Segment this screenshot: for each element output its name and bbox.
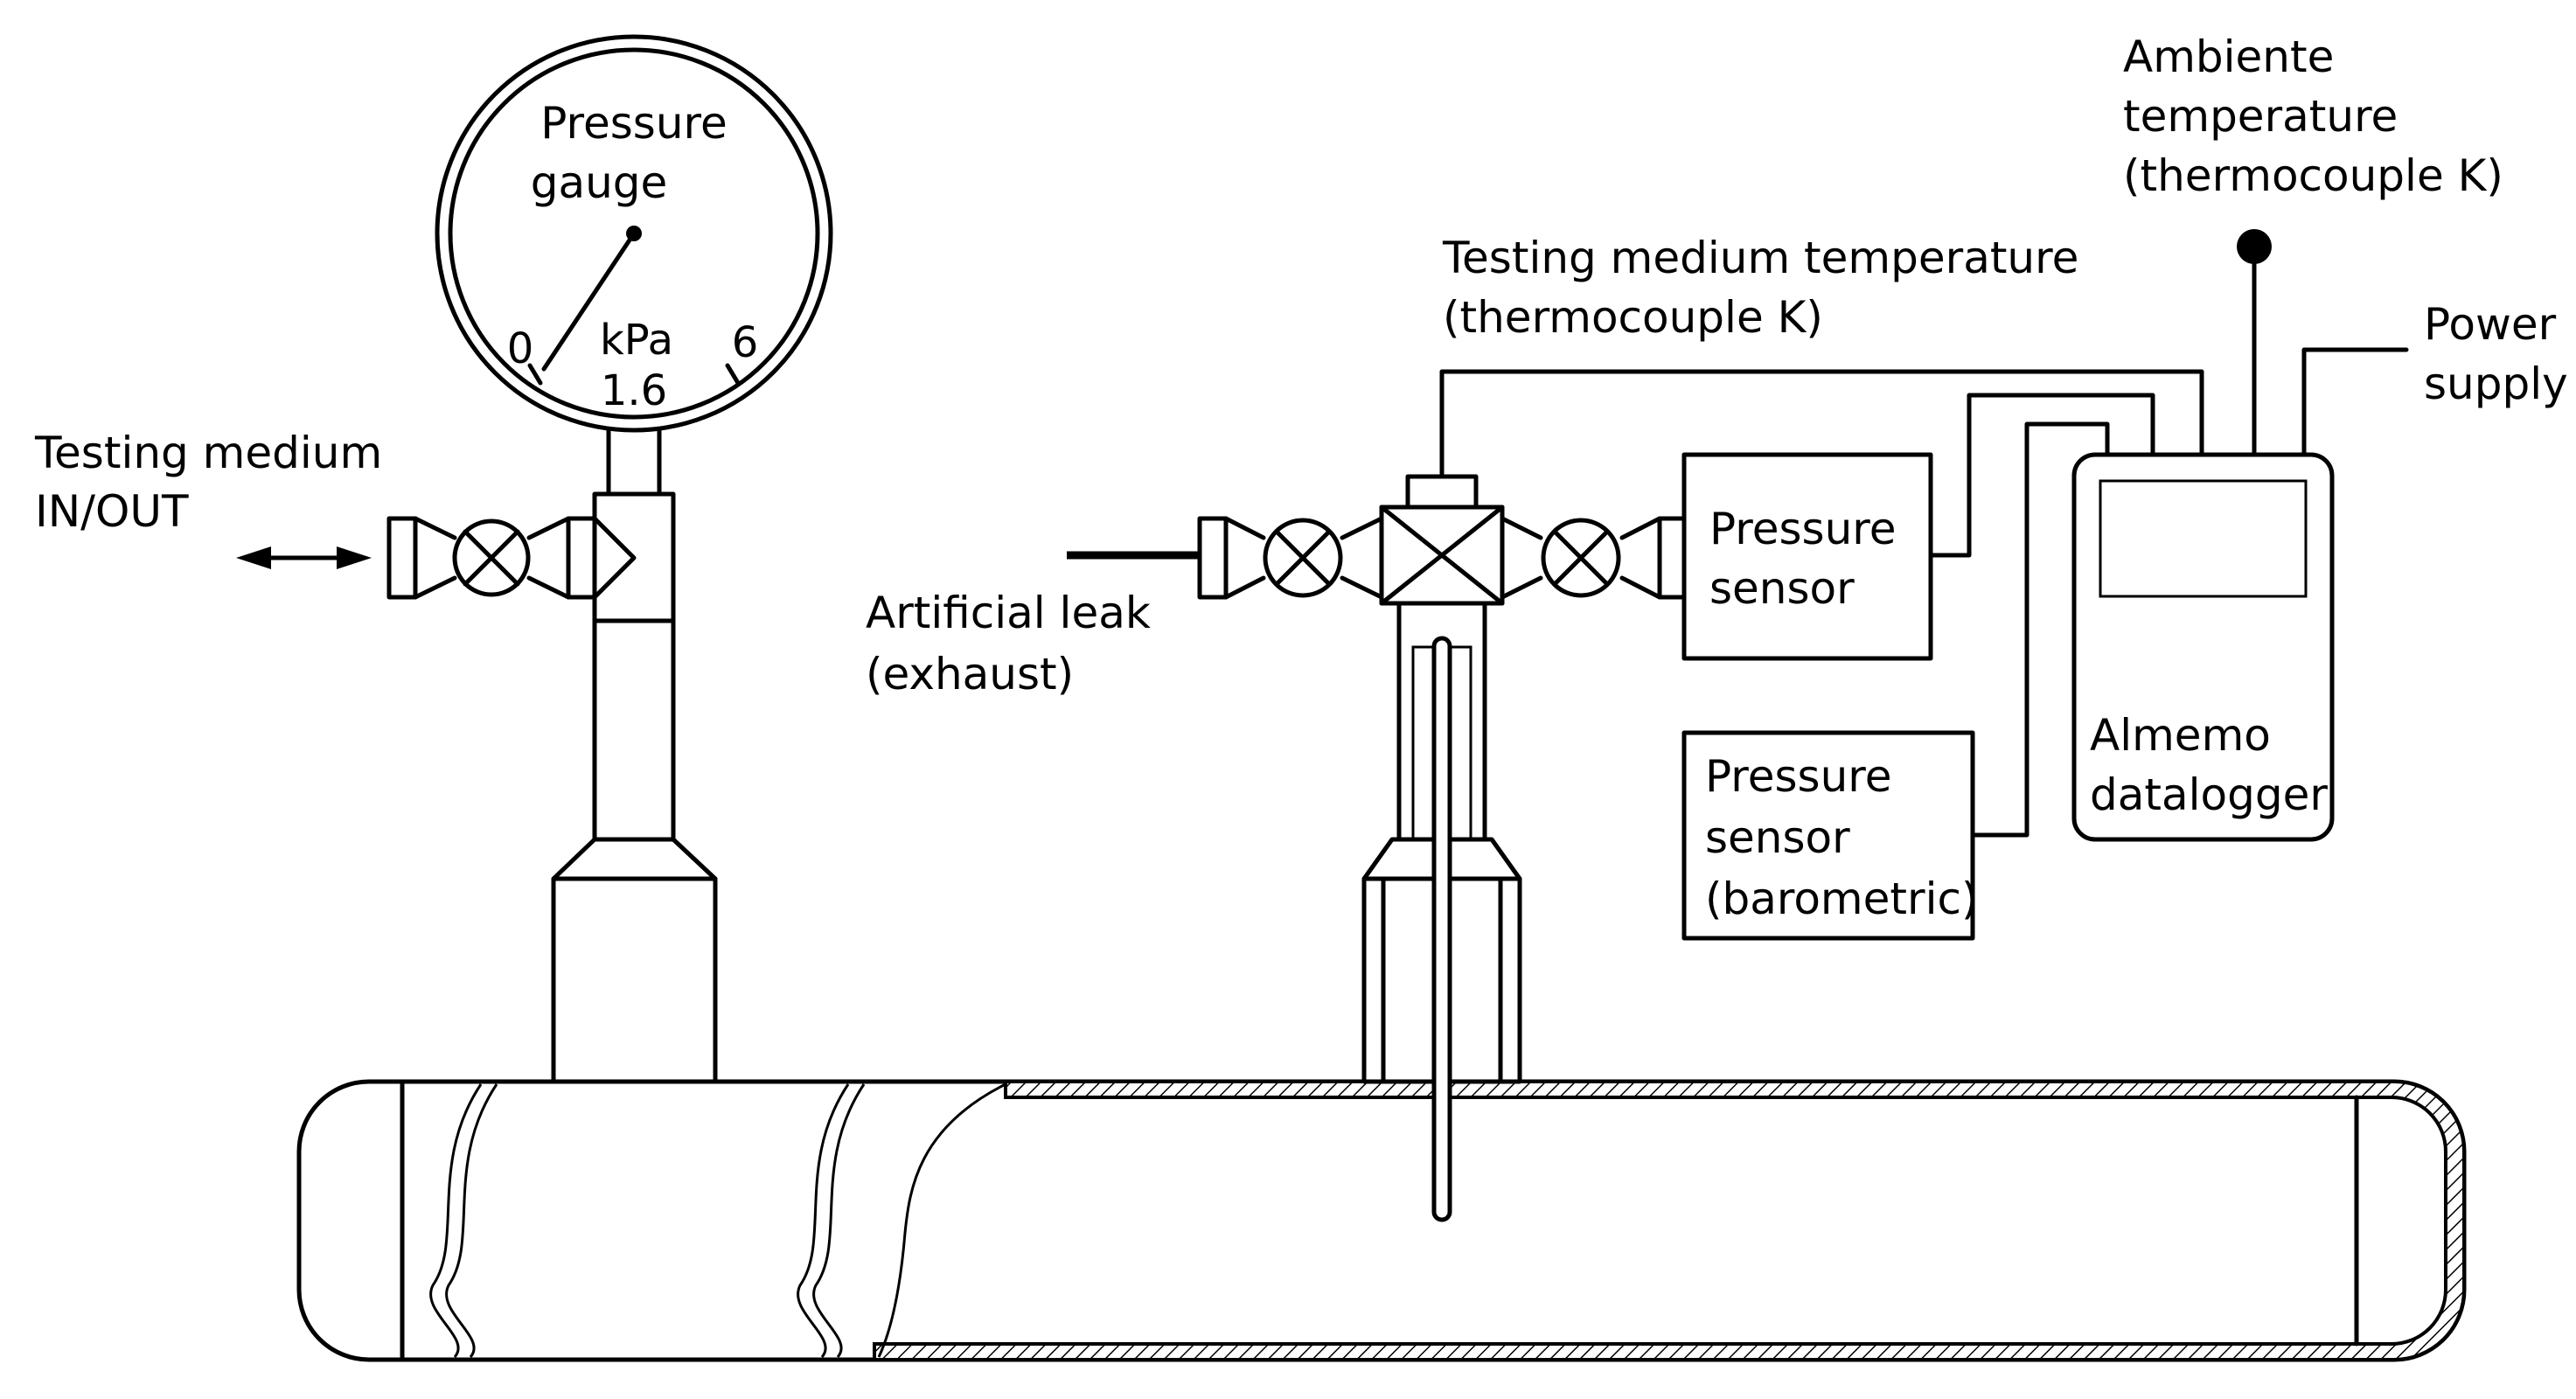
pressure-sensor-box bbox=[1681, 452, 1933, 661]
wire-testing-medium-thermocouple bbox=[1439, 369, 2204, 479]
medium-valve-outlet bbox=[566, 516, 637, 600]
baro-sensor-label-line2: sensor bbox=[1705, 812, 1850, 863]
gauge-title-line1: Pressure bbox=[540, 98, 728, 149]
gauge-riser-tube bbox=[592, 618, 676, 842]
medium-valve-end-cap bbox=[386, 516, 418, 600]
gauge-base-socket bbox=[551, 876, 718, 1084]
testing-medium-temp-label-line1: Testing medium temperature bbox=[1442, 233, 2078, 283]
pipe-break-line-1 bbox=[429, 1083, 483, 1359]
medium-label-line2: IN/OUT bbox=[35, 486, 189, 537]
pipe-break-line-3 bbox=[797, 1083, 850, 1359]
pressure-sensor-label-line1: Pressure bbox=[1709, 504, 1897, 554]
ambient-temp-label-line3: (thermocouple K) bbox=[2123, 150, 2503, 201]
pipe-break-line-4 bbox=[812, 1083, 866, 1359]
testing-medium-temp-label-line2: (thermocouple K) bbox=[1443, 292, 1823, 343]
pipe-break-line-2 bbox=[445, 1083, 498, 1359]
gauge-unit-label: kPa bbox=[600, 316, 673, 365]
medium-label-line1: Testing medium bbox=[34, 428, 382, 478]
ambient-temp-label-line1: Ambiente bbox=[2123, 31, 2334, 82]
instrumentation: Pressure sensor Pressure sensor (baromet… bbox=[1439, 31, 2568, 941]
baro-sensor-label-line3: (barometric) bbox=[1705, 874, 1978, 924]
gauge-taper bbox=[551, 837, 718, 881]
power-supply-label-line1: Power bbox=[2424, 299, 2557, 350]
gauge-zero-label: 0 bbox=[507, 324, 534, 373]
pipe-cutaway-edge bbox=[877, 1082, 1006, 1358]
wire-power-supply bbox=[2301, 347, 2409, 457]
gauge-dial-inner bbox=[448, 47, 820, 420]
cross-fitting-assembly: Artificial leak (exhaust) bbox=[866, 474, 1687, 1222]
gauge-tick-zero bbox=[527, 363, 543, 386]
gauge-needle-pivot bbox=[626, 226, 642, 241]
gauge-needle bbox=[541, 231, 637, 372]
datalogger-screen bbox=[2099, 479, 2308, 598]
datalogger-label-line1: Almemo bbox=[2090, 710, 2271, 761]
leak-valve-end-cap bbox=[1197, 516, 1229, 600]
datalogger-label-line2: datalogger bbox=[2090, 769, 2328, 820]
thermocouple-probe bbox=[1431, 636, 1452, 1222]
gauge-max-label: 6 bbox=[732, 318, 759, 367]
power-supply-label-line2: supply bbox=[2424, 358, 2568, 409]
leak-label-line1: Artificial leak bbox=[866, 588, 1151, 638]
gauge-assembly: Pressure gauge 0 6 kPa 1.6 Testing mediu… bbox=[34, 34, 833, 1084]
pressure-sensor-label-line2: sensor bbox=[1709, 563, 1855, 614]
gauge-value-label: 1.6 bbox=[601, 366, 667, 415]
pipe-outer-wall bbox=[296, 1079, 2467, 1362]
ambient-thermocouple-tip bbox=[2237, 229, 2272, 264]
pipe-vessel bbox=[296, 1079, 2467, 1362]
gauge-tick-max bbox=[725, 363, 741, 386]
leak-label-line2: (exhaust) bbox=[866, 649, 1074, 700]
gauge-stem bbox=[606, 426, 662, 497]
wire-barometric-sensor bbox=[1970, 421, 2110, 838]
arrow-head-right bbox=[337, 546, 372, 569]
wire-pressure-sensor bbox=[1928, 393, 2155, 558]
baro-sensor-label-line1: Pressure bbox=[1705, 751, 1892, 802]
cross-top-cap bbox=[1405, 474, 1479, 510]
pipe-wall-hatched-top bbox=[873, 1080, 2466, 1361]
ambient-temp-label-line2: temperature bbox=[2123, 91, 2398, 142]
arrow-head-left bbox=[236, 546, 271, 569]
gauge-title-line2: gauge bbox=[531, 157, 668, 208]
sensor-valve-end-cap bbox=[1657, 516, 1687, 600]
